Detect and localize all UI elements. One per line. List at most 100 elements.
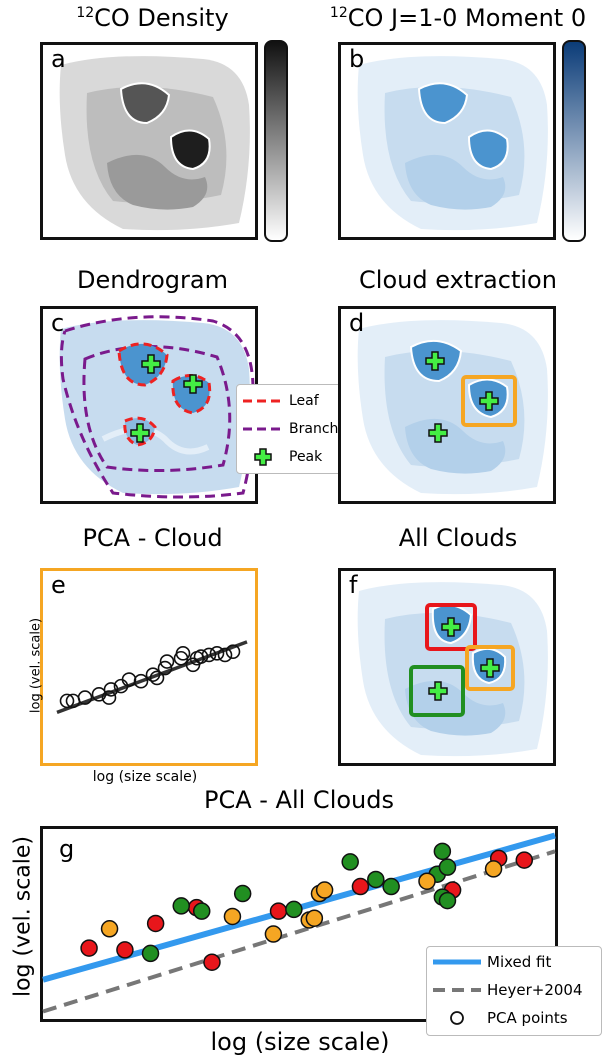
panel-label-g: g bbox=[59, 835, 75, 863]
data-point-green-6 bbox=[367, 870, 385, 889]
moment-map bbox=[357, 56, 548, 231]
legend-pca-label: PCA points bbox=[487, 1009, 568, 1027]
colorbar-blue bbox=[562, 40, 586, 242]
panel-label-d: d bbox=[349, 309, 365, 337]
data-point-green-9 bbox=[433, 842, 452, 861]
panel-label-f: f bbox=[349, 571, 358, 599]
branch-outline-outer bbox=[59, 315, 255, 499]
lower-ridge bbox=[101, 426, 210, 455]
title-b-text: CO J=1-0 Moment 0 bbox=[347, 4, 587, 32]
data-point-green-5 bbox=[341, 853, 359, 871]
data-point-red-6 bbox=[351, 877, 370, 896]
clump-upper bbox=[417, 82, 469, 125]
panel-b: b bbox=[338, 42, 556, 240]
legend-row-heyer: Heyer+2004 bbox=[427, 981, 583, 999]
data-point-3 bbox=[91, 687, 107, 702]
legend-row-leaf: Leaf bbox=[237, 393, 319, 409]
peak-marker-3 bbox=[130, 423, 150, 443]
colorbar-gray bbox=[264, 40, 288, 242]
branch-line-icon bbox=[243, 427, 283, 431]
data-point-0 bbox=[59, 693, 75, 709]
data-point-green-3 bbox=[233, 884, 252, 903]
g-xlabel: log (size scale) bbox=[210, 1028, 390, 1056]
data-point-orange-2 bbox=[264, 925, 283, 943]
data-point-10 bbox=[149, 670, 165, 686]
data-point-red-4 bbox=[203, 953, 221, 971]
peak-marker-3 bbox=[428, 681, 448, 701]
data-point-orange-7 bbox=[418, 872, 436, 890]
panel-e: e bbox=[40, 568, 258, 766]
legend-dendrogram: Leaf Branch Peak bbox=[236, 384, 351, 474]
panel-f: f bbox=[338, 568, 556, 766]
cloud-box-red bbox=[425, 603, 477, 651]
legend-leaf-label: Leaf bbox=[289, 393, 319, 409]
panel-c: c bbox=[40, 306, 258, 504]
dendrogram-map bbox=[59, 315, 255, 499]
density-map bbox=[59, 56, 250, 231]
leaf-line-icon bbox=[243, 399, 283, 403]
title-a-text: CO Density bbox=[94, 4, 229, 32]
e-ylabel: log (vel. scale) bbox=[28, 617, 44, 714]
data-point-11 bbox=[157, 660, 173, 676]
data-point-red-1 bbox=[116, 941, 134, 959]
legend-mixed-label: Mixed fit bbox=[487, 953, 552, 971]
data-point-21 bbox=[225, 644, 241, 659]
data-point-red-5 bbox=[269, 902, 288, 920]
peak-marker-1 bbox=[441, 617, 461, 637]
legend-branch-label: Branch bbox=[289, 421, 339, 437]
data-point-19 bbox=[209, 646, 225, 661]
e-xlabel: log (size scale) bbox=[92, 769, 198, 785]
data-point-orange-6 bbox=[305, 909, 324, 927]
data-point-red-2 bbox=[146, 914, 165, 933]
data-point-green-2 bbox=[192, 902, 211, 920]
legend-heyer-label: Heyer+2004 bbox=[487, 981, 583, 999]
clump-right bbox=[467, 129, 509, 171]
pca-cloud-plot bbox=[56, 640, 248, 715]
title-f: All Clouds bbox=[398, 524, 518, 552]
data-point-5 bbox=[103, 682, 119, 697]
g-ylabel: log (vel. scale) bbox=[10, 835, 36, 998]
title-c: Dendrogram bbox=[77, 266, 228, 294]
title-e: PCA - Cloud bbox=[82, 524, 223, 552]
title-g: PCA - All Clouds bbox=[203, 786, 394, 814]
cloud-extraction-map bbox=[357, 320, 548, 495]
data-point-green-4 bbox=[285, 900, 303, 919]
peak-cross-icon bbox=[254, 448, 272, 466]
selected-cloud-box bbox=[461, 375, 517, 427]
data-point-8 bbox=[133, 673, 149, 689]
title-d: Cloud extraction bbox=[359, 266, 557, 294]
data-point-orange-8 bbox=[484, 860, 503, 878]
data-point-20 bbox=[217, 647, 233, 663]
clump-right bbox=[169, 129, 211, 171]
data-point-9 bbox=[145, 667, 161, 682]
cloud-box-green bbox=[409, 665, 465, 717]
data-point-orange-0 bbox=[100, 920, 119, 938]
data-point-17 bbox=[193, 649, 209, 664]
data-point-2 bbox=[77, 690, 93, 705]
panel-label-e: e bbox=[51, 571, 66, 599]
peak-marker-2 bbox=[480, 658, 500, 678]
title-a-superscript: 12 bbox=[76, 5, 95, 21]
data-point-orange-5 bbox=[315, 881, 334, 899]
lower-region bbox=[405, 154, 506, 210]
title-b-superscript: 12 bbox=[329, 5, 348, 21]
clump-upper bbox=[119, 82, 171, 125]
title-b: 12CO J=1-0 Moment 0 bbox=[318, 4, 598, 32]
legend-row-mixed: Mixed fit bbox=[427, 953, 551, 971]
lower-region bbox=[107, 154, 208, 210]
all-clouds-map bbox=[357, 582, 548, 757]
peak-marker-3 bbox=[428, 423, 448, 443]
cloud-box-orange bbox=[465, 645, 515, 691]
data-point-12 bbox=[159, 654, 175, 669]
panel-a: a bbox=[40, 42, 258, 240]
pca-circle-icon bbox=[450, 1011, 464, 1025]
legend-peak-label: Peak bbox=[289, 449, 323, 465]
data-point-red-0 bbox=[80, 939, 98, 957]
panel-label-a: a bbox=[51, 45, 66, 73]
legend-row-branch: Branch bbox=[237, 421, 338, 437]
peak-marker-1 bbox=[425, 351, 445, 371]
heyer-line-icon bbox=[433, 988, 481, 992]
panel-d: d bbox=[338, 306, 556, 504]
heyer-fit-line bbox=[42, 849, 556, 1014]
legend-row-pca: PCA points bbox=[427, 1009, 568, 1027]
